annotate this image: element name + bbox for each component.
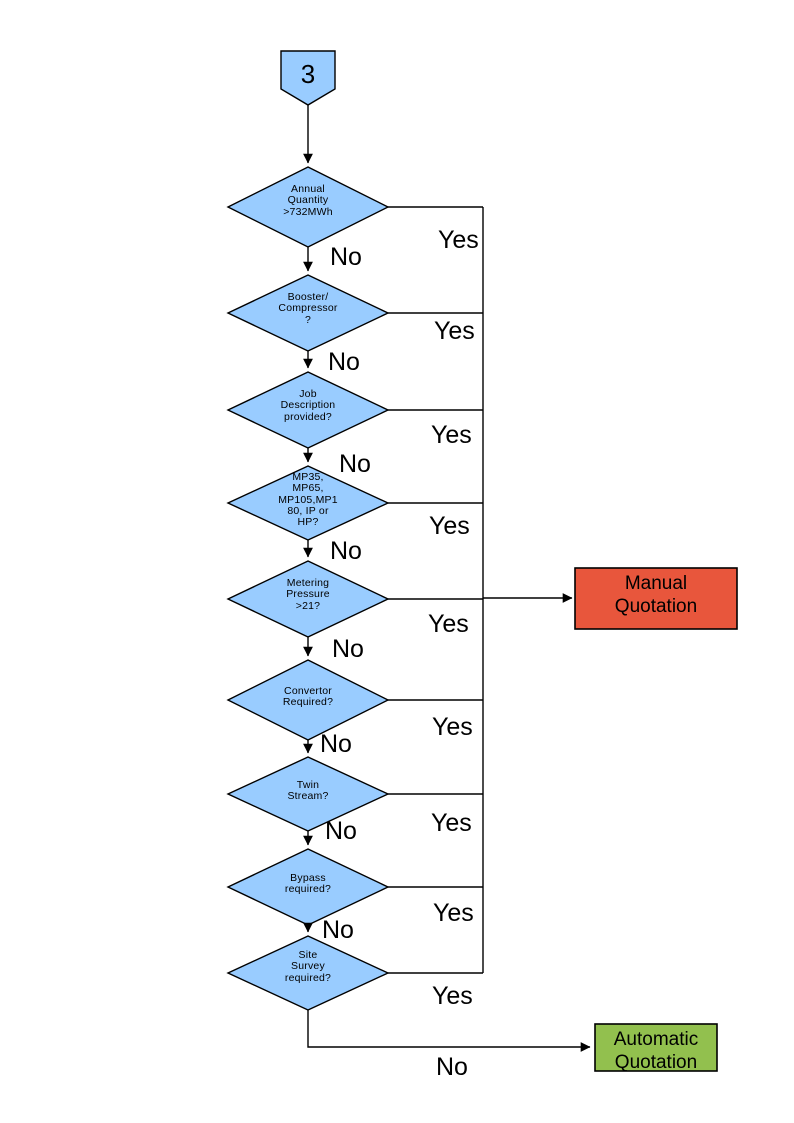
decision-shape-bypass[interactable] xyxy=(226,848,390,926)
edge-label-yes-booster: Yes xyxy=(434,317,475,345)
edge-label-no-annual-quantity: No xyxy=(330,243,362,271)
terminal-shape-manual-quotation[interactable] xyxy=(574,567,738,630)
decision-shape-convertor[interactable] xyxy=(226,659,390,741)
edge-label-no-convertor: No xyxy=(320,730,352,758)
decision-shape-annual-quantity[interactable] xyxy=(226,166,390,248)
edge-label-yes-site-survey: Yes xyxy=(432,982,473,1010)
decision-shape-job-description[interactable] xyxy=(226,371,390,449)
edge-label-yes-meter-type: Yes xyxy=(429,512,470,540)
decision-shape-metering-pressure[interactable] xyxy=(226,560,390,638)
edge-label-yes-metering-pressure: Yes xyxy=(428,610,469,638)
edge-label-no-metering-pressure: No xyxy=(332,635,364,663)
decision-shape-site-survey[interactable] xyxy=(226,935,390,1011)
edge-label-no-bypass: No xyxy=(322,916,354,944)
decision-shape-booster[interactable] xyxy=(226,274,390,352)
edge-no-site-survey-to-automatic xyxy=(307,1010,591,1052)
edge-label-no-meter-type: No xyxy=(330,537,362,565)
decision-shape-twin-stream[interactable] xyxy=(226,756,390,832)
connector-shape-3[interactable] xyxy=(280,50,336,106)
edge-label-no-booster: No xyxy=(328,348,360,376)
edge-label-yes-bypass: Yes xyxy=(433,899,474,927)
edge-label-no-site-survey: No xyxy=(436,1053,468,1081)
edge-label-yes-annual-quantity: Yes xyxy=(438,226,479,254)
terminal-shape-automatic-quotation[interactable] xyxy=(594,1023,718,1072)
edge-label-yes-convertor: Yes xyxy=(432,713,473,741)
edge-label-yes-twin-stream: Yes xyxy=(431,809,472,837)
edge-label-yes-job-description: Yes xyxy=(431,421,472,449)
edge-label-no-job-description: No xyxy=(339,450,371,478)
edge-label-no-twin-stream: No xyxy=(325,817,357,845)
